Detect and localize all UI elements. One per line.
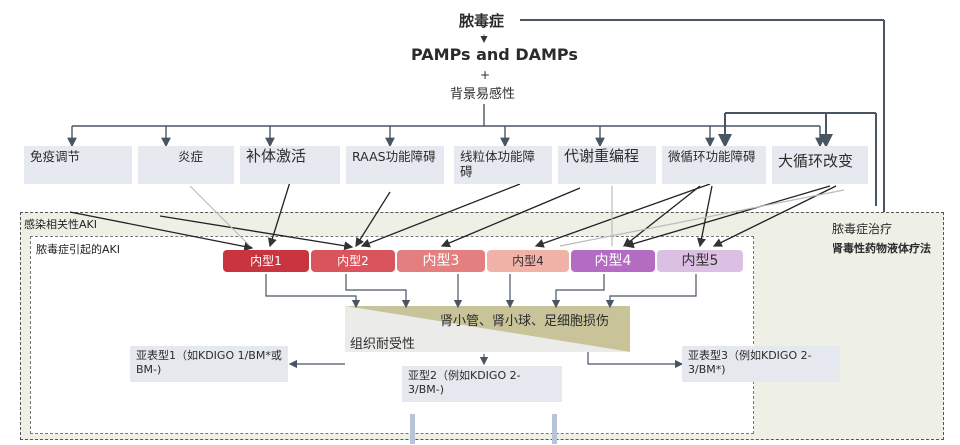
endotype-label: 内型5	[681, 253, 719, 269]
plus-sign: +	[480, 68, 491, 82]
sepsis-treatment-label: 脓毒症治疗	[832, 222, 893, 236]
mechanism-label: RAAS功能障碍	[352, 149, 436, 164]
endotype-3: 内型3	[397, 250, 485, 272]
subphenotype-2: 亚型2（例如KDIGO 2-3/BM-)	[402, 366, 562, 402]
mechanism-label: 免疫调节	[30, 149, 81, 164]
tissue-injury-label: 肾小管、肾小球、足细胞损伤	[440, 314, 610, 329]
subphenotype-1: 亚表型1（如KDIGO 1/BM*或BM-)	[130, 346, 288, 382]
endotype-2: 内型2	[311, 250, 395, 272]
background-susceptibility: 背景易感性	[450, 87, 516, 102]
mechanism-inflammation: 炎症	[138, 146, 234, 184]
sepsis-aki-label: 脓毒症引起的AKI	[36, 243, 120, 256]
subphenotype-3: 亚表型3（例如KDIGO 2-3/BM*)	[682, 346, 840, 382]
mechanism-mitochondria: 线粒体功能障碍	[454, 146, 552, 184]
mechanism-label: 补体激活	[246, 147, 307, 165]
subphenotype-label: 亚表型1（如KDIGO 1/BM*或BM-)	[136, 349, 282, 376]
endotype-label: 内型4	[512, 254, 544, 268]
subphenotype-label: 亚型2（例如KDIGO 2-3/BM-)	[408, 369, 521, 396]
sepsis-title: 脓毒症	[459, 12, 505, 30]
endotype-4b: 内型4	[571, 250, 655, 272]
tissue-tolerance-label: 组织耐受性	[350, 337, 416, 352]
endotype-5: 内型5	[657, 250, 743, 272]
subphenotype-label: 亚表型3（例如KDIGO 2-3/BM*)	[688, 349, 812, 376]
mechanism-label: 大循环改变	[778, 152, 854, 170]
pamps-damps-title: PAMPs and DAMPs	[411, 45, 578, 64]
endotype-label: 内型4	[594, 253, 632, 269]
endotype-1: 内型1	[223, 250, 309, 272]
mechanism-raas: RAAS功能障碍	[346, 146, 444, 184]
mechanism-label: 炎症	[178, 149, 204, 164]
mechanism-immune-regulation: 免疫调节	[24, 146, 132, 184]
endotype-label: 内型3	[422, 253, 460, 269]
endotype-label: 内型1	[250, 254, 282, 268]
mechanism-label: 代谢重编程	[564, 147, 640, 165]
mechanism-label: 线粒体功能障碍	[460, 149, 536, 179]
mechanism-microcirculation: 微循环功能障碍	[662, 146, 766, 184]
mechanism-label: 微循环功能障碍	[668, 149, 756, 164]
infection-aki-label: 感染相关性AKI	[24, 218, 97, 231]
endotype-4a: 内型4	[487, 250, 569, 272]
mechanism-complement: 补体激活	[240, 146, 340, 184]
mechanism-metabolic: 代谢重编程	[558, 146, 656, 184]
mechanism-macrocirculation: 大循环改变	[772, 146, 868, 184]
endotype-label: 内型2	[337, 254, 369, 268]
nephrotoxic-label: 肾毒性药物液体疗法	[832, 242, 931, 255]
